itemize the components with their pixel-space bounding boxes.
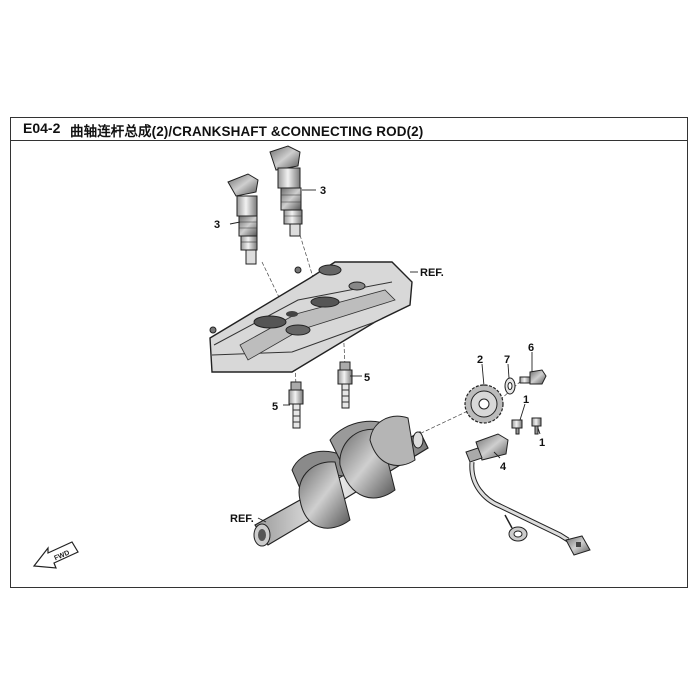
callout-screw-upper: 1 xyxy=(523,394,529,406)
flange-bolt xyxy=(519,369,547,385)
diagram-header: E04-2 曲轴连杆总成(2)/CRANKSHAFT &CONNECTING R… xyxy=(10,117,688,141)
screw-lower xyxy=(531,417,542,435)
crankshaft xyxy=(253,415,429,547)
callout-coil-right: 3 xyxy=(320,185,326,197)
diagram-frame xyxy=(10,117,688,588)
sensor-rotor-sprocket xyxy=(464,384,504,424)
callout-sensor: 4 xyxy=(500,461,507,473)
callout-coil-left: 3 xyxy=(214,219,220,231)
ignition-coil-right xyxy=(269,145,303,237)
screw-upper xyxy=(511,419,523,435)
fwd-arrow-icon: FWD xyxy=(32,541,79,569)
leader-lines xyxy=(229,189,541,523)
crank-position-sensor xyxy=(465,433,591,556)
spark-plug-right xyxy=(337,361,353,409)
diagram-code: E04-2 xyxy=(23,120,61,136)
callout-crank-ref: REF. xyxy=(230,513,254,525)
diagram-title: 曲轴连杆总成(2)/CRANKSHAFT &CONNECTING ROD(2) xyxy=(70,124,424,139)
callout-plug-left: 5 xyxy=(272,401,278,413)
callout-bolt: 6 xyxy=(528,342,534,354)
callout-plug-right: 5 xyxy=(364,372,370,384)
callout-cover-ref: REF. xyxy=(420,267,444,279)
callout-screw-lower: 1 xyxy=(539,437,545,449)
callout-washer: 7 xyxy=(504,354,510,366)
callout-sprocket: 2 xyxy=(477,354,483,366)
ignition-coil-left xyxy=(227,173,259,265)
cylinder-head-cover xyxy=(209,261,413,373)
washer xyxy=(504,377,516,395)
spark-plug-left xyxy=(288,381,304,429)
